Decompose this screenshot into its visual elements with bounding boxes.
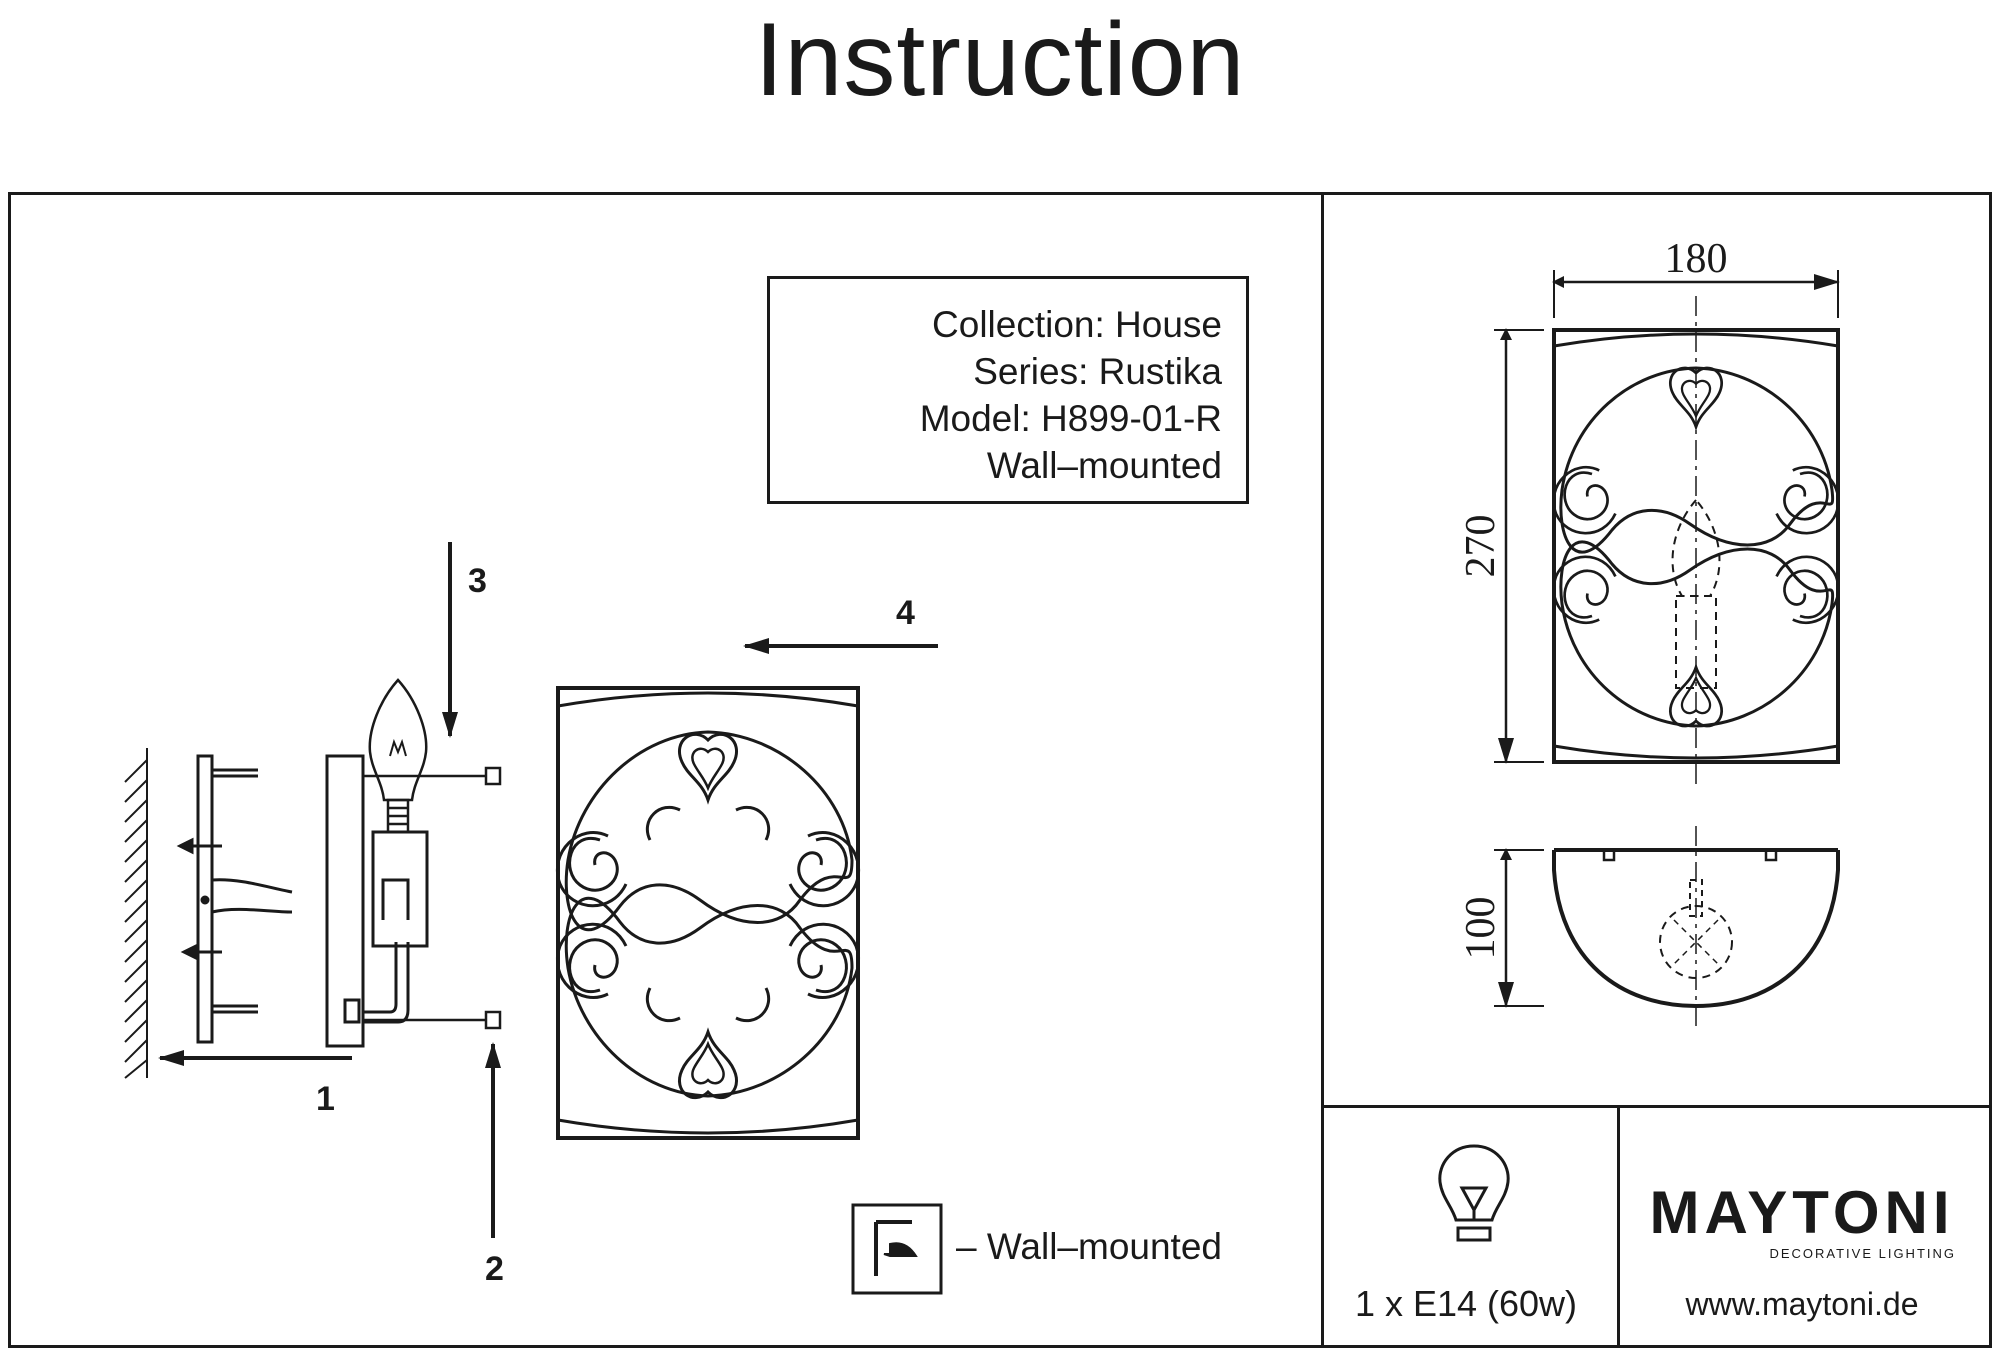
divider-horizontal-right [1321, 1105, 1992, 1108]
dimension-height: 270 [1458, 515, 1504, 578]
brand-website: www.maytoni.de [1685, 1286, 1919, 1322]
candle-bulb [368, 678, 428, 834]
step-label-2: 2 [485, 1250, 504, 1288]
step-label-4: 4 [896, 594, 915, 632]
mount-type-label: Wall–mounted [986, 445, 1222, 486]
step-label-1: 1 [316, 1080, 335, 1118]
brand-logo: MAYTONI [1649, 1179, 1955, 1246]
collection-label: Collection: House [932, 304, 1222, 345]
dimension-depth: 100 [1458, 897, 1504, 960]
series-label: Series: Rustika [973, 351, 1222, 392]
side-view-dimensioned [1494, 826, 1840, 1030]
product-info-box: Collection: House Series: Rustika Model:… [767, 276, 1249, 504]
dimension-width: 180 [1665, 236, 1728, 282]
mounting-screws [363, 766, 502, 1030]
divider-vertical-bottom [1617, 1105, 1620, 1348]
shade-front-view [555, 686, 861, 1140]
divider-vertical-main [1321, 192, 1324, 1348]
bulb-icon [1438, 1144, 1510, 1242]
model-label: Model: H899-01-R [919, 398, 1222, 439]
legend-label: – Wall–mounted [956, 1226, 1222, 1267]
wall-hatching [124, 748, 148, 1079]
instruction-frame [8, 192, 1992, 1348]
step-label-3: 3 [468, 562, 487, 600]
mounting-plate [176, 754, 293, 1044]
front-view-dimensioned [1494, 270, 1840, 790]
wall-mount-icon [851, 1203, 943, 1295]
brand-tagline: DECORATIVE LIGHTING [1769, 1246, 1956, 1261]
bulb-spec: 1 x E14 (60w) [1354, 1283, 1578, 1324]
